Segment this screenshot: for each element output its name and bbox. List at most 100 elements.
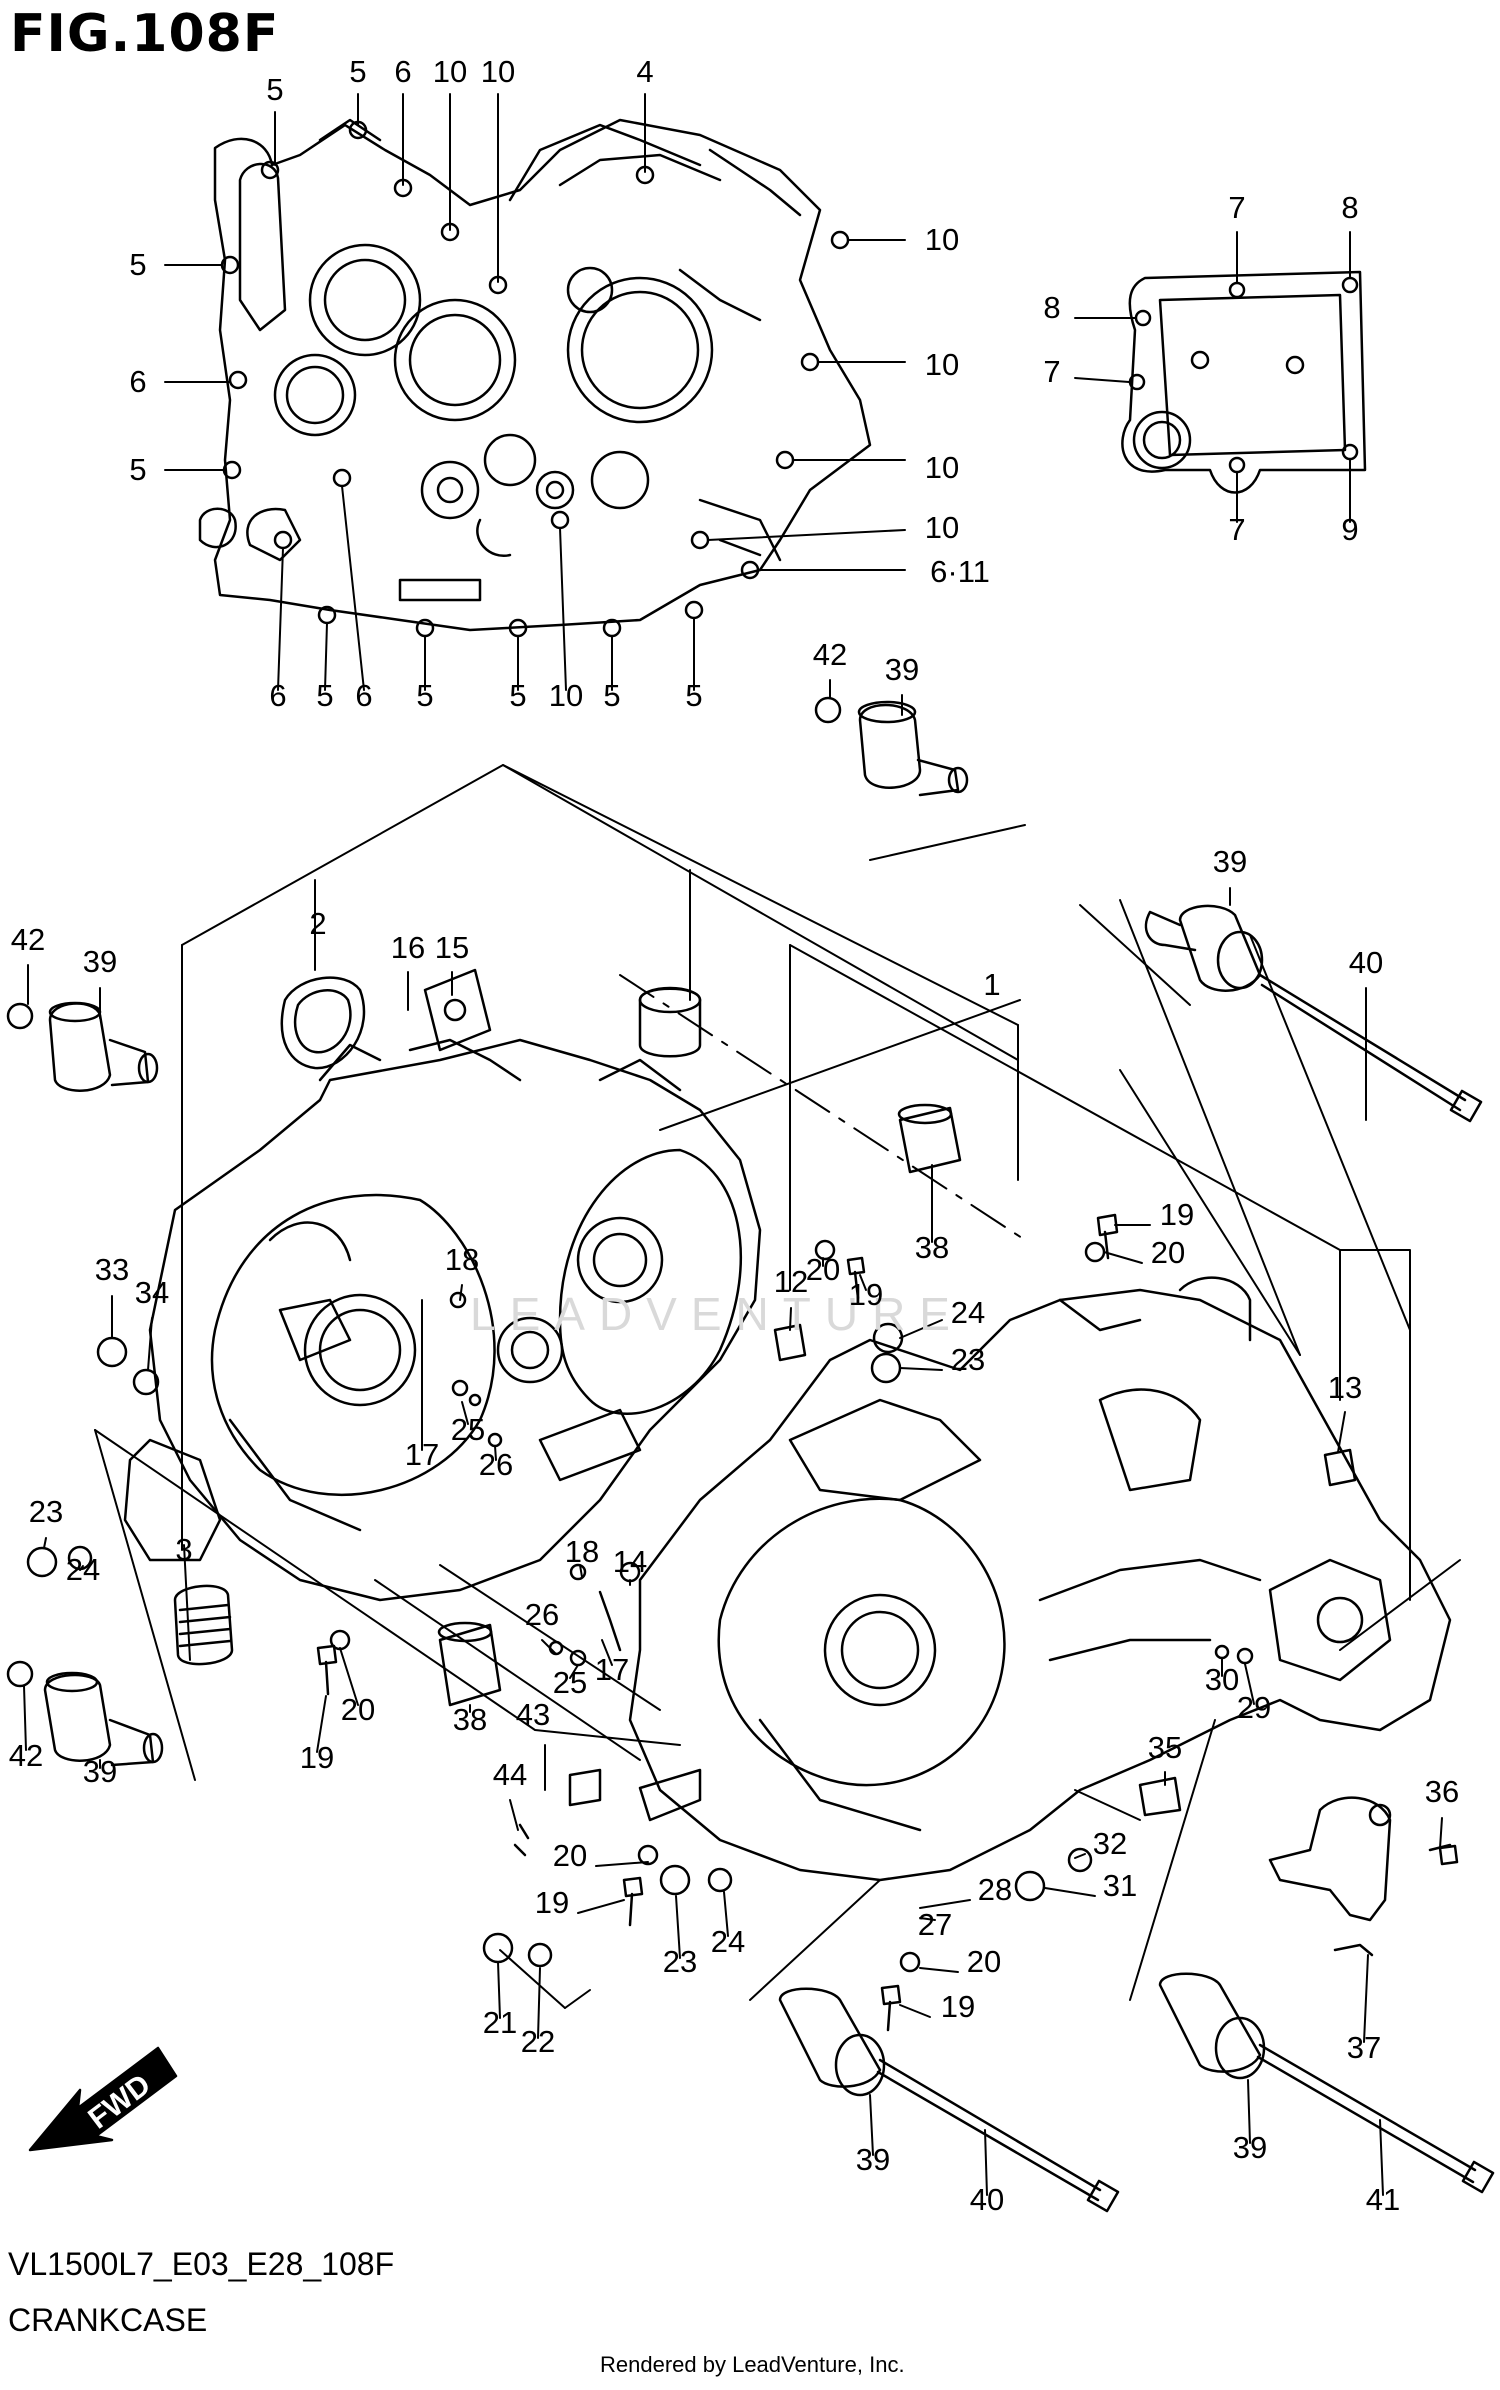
callout-17: 17: [595, 1652, 629, 1687]
callout-5: 5: [509, 678, 526, 713]
callout-22: 22: [521, 2024, 555, 2059]
callout-5: 5: [603, 678, 620, 713]
callout-5: 5: [685, 678, 702, 713]
callout-36: 36: [1425, 1774, 1459, 1809]
callout-38: 38: [915, 1230, 949, 1265]
callout-23: 23: [951, 1342, 985, 1377]
callout-6: 6: [355, 678, 372, 713]
callout-20: 20: [806, 1252, 840, 1287]
callout-8: 8: [1341, 190, 1358, 225]
render-credit: Rendered by LeadVenture, Inc.: [600, 2352, 905, 2377]
callout-38: 38: [453, 1702, 487, 1737]
callout-42: 42: [9, 1738, 43, 1773]
callout-24: 24: [66, 1552, 100, 1587]
callout-10: 10: [925, 222, 959, 257]
callout-40: 40: [970, 2182, 1004, 2217]
callout-19: 19: [941, 1989, 975, 2024]
callout-28: 28: [978, 1872, 1012, 1907]
callout-20: 20: [967, 1944, 1001, 1979]
callout-2: 2: [309, 906, 326, 941]
callout-40: 40: [1349, 945, 1383, 980]
callout-7: 7: [1228, 512, 1245, 547]
callout-19: 19: [849, 1277, 883, 1312]
callout-5: 5: [266, 72, 283, 107]
callout-39: 39: [856, 2142, 890, 2177]
callout-10: 10: [433, 54, 467, 89]
callout-31: 31: [1103, 1868, 1137, 1903]
callout-7: 7: [1043, 354, 1060, 389]
callout-23: 23: [663, 1944, 697, 1979]
callout-35: 35: [1148, 1730, 1182, 1765]
crankcase-side-view: [198, 118, 872, 632]
watermark: LEADVENTURE: [470, 1288, 964, 1340]
cover-plate: [1121, 270, 1367, 494]
callout-6-11: 6·11: [930, 554, 990, 589]
figure-code: VL1500L7_E03_E28_108F: [8, 2246, 395, 2282]
fasteners: [6, 696, 1459, 2032]
callout-24: 24: [951, 1295, 985, 1330]
callout-10: 10: [481, 54, 515, 89]
callout-39: 39: [83, 1754, 117, 1789]
callout-12: 12: [774, 1264, 808, 1299]
callout-18: 18: [565, 1534, 599, 1569]
callout-10: 10: [925, 450, 959, 485]
dowel-parts: [173, 968, 1392, 1922]
callout-16: 16: [391, 930, 425, 965]
callout-25: 25: [553, 1665, 587, 1700]
callout-19: 19: [300, 1740, 334, 1775]
figure-title: FIG.108F: [10, 4, 280, 64]
right-crankcase-half: [628, 1276, 1452, 1882]
callout-34: 34: [135, 1275, 169, 1310]
callout-26: 26: [479, 1447, 513, 1482]
callout-10: 10: [925, 510, 959, 545]
callout-24: 24: [711, 1924, 745, 1959]
callout-17: 17: [405, 1437, 439, 1472]
callout-8: 8: [1043, 290, 1060, 325]
callout-42: 42: [813, 637, 847, 672]
callout-19: 19: [1160, 1197, 1194, 1232]
callout-44: 44: [493, 1757, 527, 1792]
callout-13: 13: [1328, 1370, 1362, 1405]
callout-9: 9: [1341, 512, 1358, 547]
callout-6: 6: [269, 678, 286, 713]
callout-21: 21: [483, 2005, 517, 2040]
callout-19: 19: [535, 1885, 569, 1920]
callout-42: 42: [11, 922, 45, 957]
callout-1: 1: [983, 967, 1000, 1002]
left-crankcase-half: [123, 1038, 762, 1602]
callout-5: 5: [316, 678, 333, 713]
callout-37: 37: [1347, 2030, 1381, 2065]
callout-10: 10: [549, 678, 583, 713]
callout-4: 4: [636, 54, 653, 89]
callout-43: 43: [516, 1697, 550, 1732]
callout-20: 20: [553, 1838, 587, 1873]
callout-6: 6: [129, 364, 146, 399]
figure-name: CRANKCASE: [8, 2302, 208, 2338]
callout-20: 20: [1151, 1235, 1185, 1270]
callout-5: 5: [349, 54, 366, 89]
callout-41: 41: [1366, 2182, 1400, 2217]
callout-20: 20: [341, 1692, 375, 1727]
callout-10: 10: [925, 347, 959, 382]
callout-5: 5: [416, 678, 433, 713]
callout-14: 14: [613, 1544, 647, 1579]
reference-lines: [94, 764, 1461, 2009]
callout-7: 7: [1228, 190, 1245, 225]
callout-18: 18: [445, 1242, 479, 1277]
callout-25: 25: [451, 1412, 485, 1447]
callout-39: 39: [1213, 844, 1247, 879]
leader-lines: [23, 93, 1443, 2196]
callout-6: 6: [394, 54, 411, 89]
callout-23: 23: [29, 1494, 63, 1529]
callout-33: 33: [95, 1252, 129, 1287]
callout-29: 29: [1237, 1690, 1271, 1725]
callout-5: 5: [129, 247, 146, 282]
callout-39: 39: [83, 944, 117, 979]
callout-5: 5: [129, 452, 146, 487]
callout-39: 39: [885, 652, 919, 687]
callout-27: 27: [918, 1907, 952, 1942]
callout-3: 3: [175, 1532, 192, 1567]
callout-39: 39: [1233, 2130, 1267, 2165]
